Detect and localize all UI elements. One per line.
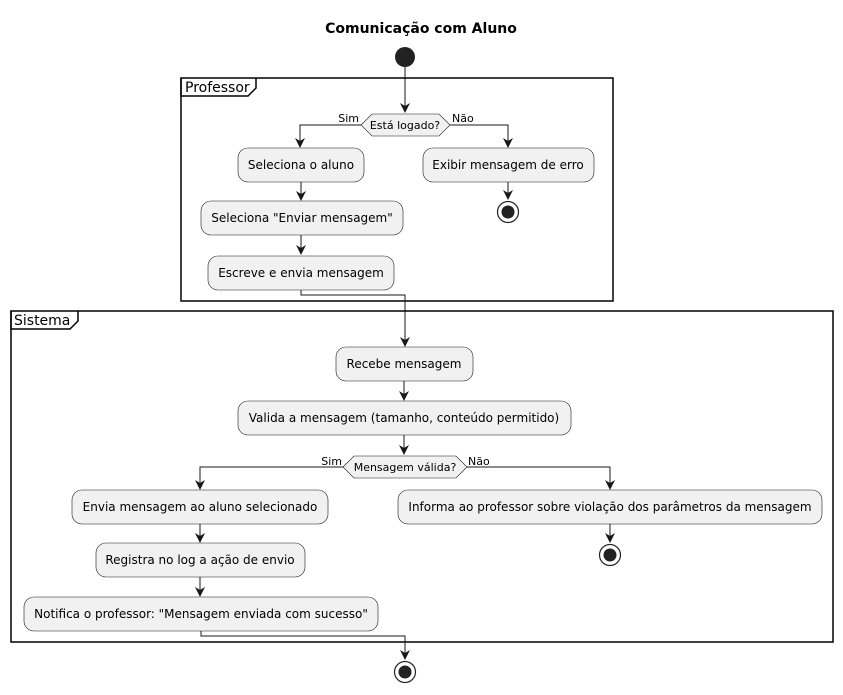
stop-node-error <box>496 200 520 224</box>
partition-sistema: Sistema <box>10 310 834 643</box>
start-node <box>395 47 415 67</box>
activity-validate-label: Valida a mensagem (tamanho, conteúdo per… <box>249 411 559 425</box>
decision-logged-no: Não <box>452 112 474 125</box>
activity-validate: Valida a mensagem (tamanho, conteúdo per… <box>237 400 572 436</box>
decision-logged-yes: Sim <box>338 112 359 125</box>
stop-node-final <box>393 660 417 684</box>
decision-valid-label: Mensagem válida? <box>354 461 457 474</box>
decision-logged-label: Está logado? <box>370 119 440 132</box>
activity-inform-violation-label: Informa ao professor sobre violação dos … <box>408 500 811 514</box>
activity-inform-violation: Informa ao professor sobre violação dos … <box>397 489 823 525</box>
edge-valid-yes <box>195 466 343 490</box>
decision-logged: Está logado? Sim Não <box>338 112 474 137</box>
activity-log-action-label: Registra no log a ação de envio <box>105 553 294 567</box>
partition-label-professor: Professor <box>185 80 250 96</box>
edge-logged-yes <box>295 124 361 148</box>
edge-notify-to-end <box>200 631 410 660</box>
edge-write-to-receive <box>300 290 410 347</box>
partition-professor: Professor <box>180 77 614 302</box>
activity-error-message-label: Exibir mensagem de erro <box>432 158 583 172</box>
activity-send-to-student: Envia mensagem ao aluno selecionado <box>71 489 329 525</box>
stop-node-invalid <box>598 543 622 567</box>
edge-valid-no <box>467 466 615 490</box>
activity-notify-success-label: Notifica o professor: "Mensagem enviada … <box>34 607 368 621</box>
activity-select-student-label: Seleciona o aluno <box>248 158 354 172</box>
diagram-title: Comunicação com Aluno <box>325 21 517 37</box>
activity-receive: Recebe mensagem <box>335 346 474 382</box>
activity-select-send-label: Seleciona "Enviar mensagem" <box>211 211 393 225</box>
activity-notify-success: Notifica o professor: "Mensagem enviada … <box>23 596 379 632</box>
activity-write-send-label: Escreve e envia mensagem <box>218 266 384 280</box>
activity-send-to-student-label: Envia mensagem ao aluno selecionado <box>83 500 318 514</box>
edge-logged-no <box>450 124 513 148</box>
activity-write-send: Escreve e envia mensagem <box>207 255 395 291</box>
decision-valid: Mensagem válida? Sim Não <box>321 455 490 479</box>
decision-valid-yes: Sim <box>321 455 342 468</box>
activity-log-action: Registra no log a ação de envio <box>95 542 306 578</box>
activity-select-student: Seleciona o aluno <box>237 147 365 183</box>
decision-valid-no: Não <box>468 455 490 468</box>
partition-label-sistema: Sistema <box>14 313 70 329</box>
activity-receive-label: Recebe mensagem <box>347 357 462 371</box>
activity-error-message: Exibir mensagem de erro <box>422 147 595 183</box>
activity-select-send: Seleciona "Enviar mensagem" <box>200 200 404 236</box>
